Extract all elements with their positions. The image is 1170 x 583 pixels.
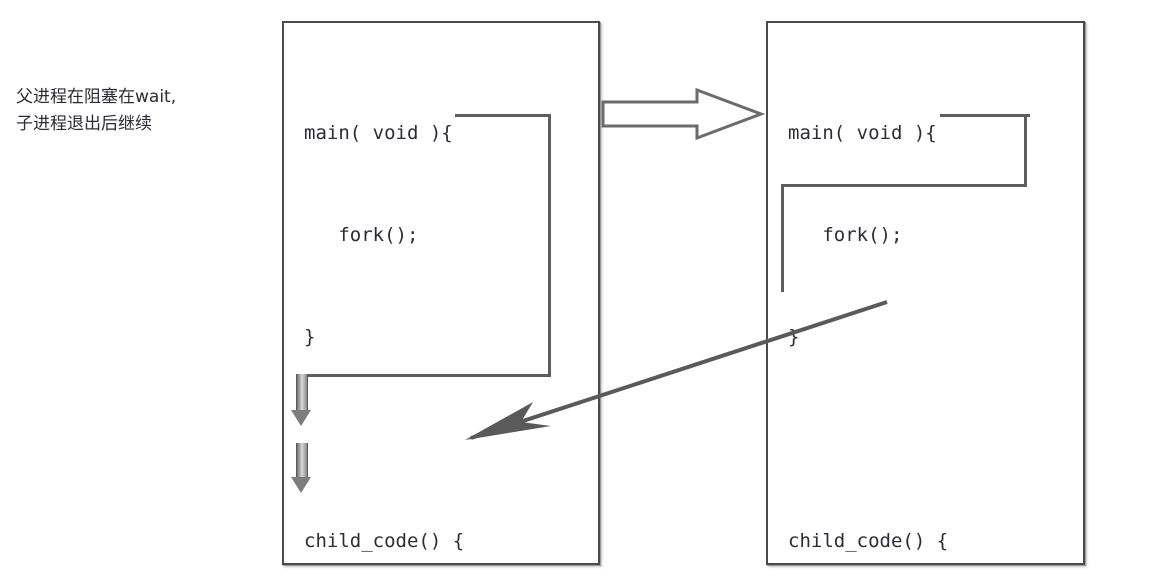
code-line: main( void ){: [788, 122, 937, 144]
fork-connector-top-left: [455, 114, 551, 117]
code-line: main( void ){: [304, 122, 453, 144]
block-arrow-right-icon: [601, 87, 765, 141]
code-line: }: [788, 326, 800, 348]
code-line: child_code() {: [304, 530, 465, 552]
fork-connector-bottom-right: [782, 184, 1027, 187]
code-line: fork();: [304, 224, 419, 246]
annotation-line-1: 父进程在阻塞在wait,: [16, 87, 177, 107]
fork-connector-side-right: [781, 184, 784, 292]
parent-process-code-box: [282, 21, 600, 565]
fork-connector-right-right: [1024, 114, 1027, 186]
down-arrow-icon: [291, 374, 311, 426]
parent-process-code-text: main( void ){ fork(); } child_code() { .…: [304, 48, 476, 583]
code-line: child_code() {: [788, 530, 949, 552]
annotation-text: 父进程在阻塞在wait, 子进程退出后继续: [16, 84, 284, 138]
fork-connector-right-left: [548, 114, 551, 376]
down-arrow-icon: [291, 443, 311, 493]
fork-connector-top-right: [940, 114, 1030, 117]
annotation-line-2: 子进程退出后继续: [16, 114, 152, 134]
code-line: fork();: [788, 224, 903, 246]
code-line: }: [304, 326, 316, 348]
child-process-code-text: main( void ){ fork(); } child_code() { .…: [788, 48, 960, 583]
code-blank-line: [304, 422, 476, 456]
child-process-code-box: [766, 21, 1085, 565]
diagonal-arrow-left-icon: [465, 300, 888, 440]
fork-connector-bottom-left: [300, 374, 551, 377]
